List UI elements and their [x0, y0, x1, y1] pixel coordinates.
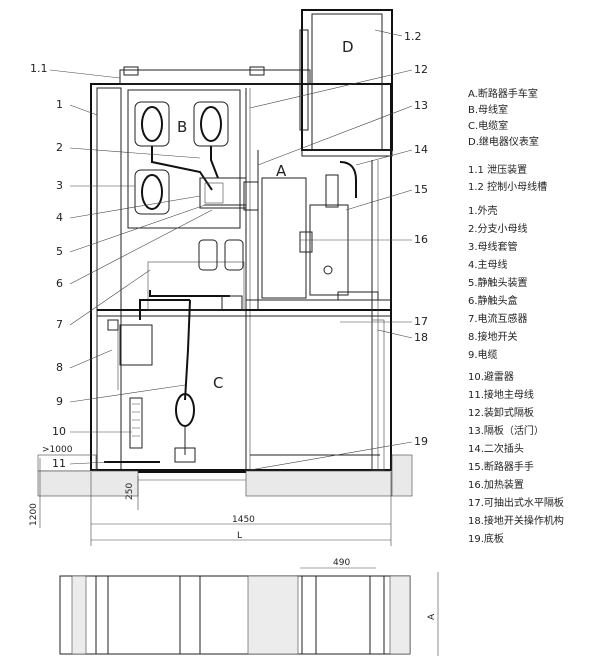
legend-item: 15.断路器手手 — [468, 460, 534, 473]
legend-item: 11.接地主母线 — [468, 388, 534, 401]
dimension-l: L — [237, 531, 242, 541]
busbar-bushings — [134, 101, 229, 215]
legend-item: 1.外壳 — [468, 204, 498, 217]
dimension-250: 250 — [125, 483, 135, 500]
callout-6: 6 — [56, 277, 63, 290]
callout-1-1: 1.1 — [30, 62, 48, 75]
legend-item: 16.加热装置 — [468, 478, 524, 491]
callout-19: 19 — [414, 435, 428, 448]
static-contacts — [199, 177, 259, 211]
legend: A.断路器手车室 B.母线室 C.电缆室 D.继电器仪表室 1.1 泄压装置 1… — [468, 87, 564, 545]
cable-compartment-devices — [104, 239, 245, 463]
callout-1: 1 — [56, 98, 63, 111]
legend-item: 12.装卸式隔板 — [468, 406, 534, 419]
callout-1-2: 1.2 — [404, 30, 422, 43]
legend-item: 7.电流互感器 — [468, 312, 528, 325]
dimension-lines — [39, 458, 439, 656]
label-compartment-a: A — [276, 162, 287, 180]
callout-12: 12 — [414, 63, 428, 76]
callout-18: 18 — [414, 331, 428, 344]
callout-17: 17 — [414, 315, 428, 328]
callout-16: 16 — [414, 233, 428, 246]
cabinet-shell — [90, 9, 393, 473]
dimension-1450: 1450 — [232, 515, 255, 525]
callout-5: 5 — [56, 245, 63, 258]
callout-2: 2 — [56, 141, 63, 154]
leader-lines — [49, 29, 413, 471]
foundation — [37, 454, 413, 497]
legend-item: 1.2 控制小母线槽 — [468, 180, 547, 193]
legend-item: B.母线室 — [468, 103, 508, 116]
dimension-a: A — [427, 613, 437, 620]
legend-item: 2.分支小母线 — [468, 222, 528, 235]
legend-item: 5.静触头装置 — [468, 276, 528, 289]
legend-item: A.断路器手车室 — [468, 87, 538, 100]
callout-10: 10 — [52, 425, 66, 438]
legend-item: 14.二次插头 — [468, 442, 524, 455]
legend-item: 1.1 泄压装置 — [468, 163, 527, 176]
legend-item: 4.主母线 — [468, 258, 508, 271]
legend-item: 17.可抽出式水平隔板 — [468, 496, 564, 509]
callout-4: 4 — [56, 211, 63, 224]
dimension-1200: 1200 — [29, 503, 39, 526]
callout-15: 15 — [414, 183, 428, 196]
callout-8: 8 — [56, 361, 63, 374]
legend-item: 6.静触头盒 — [468, 294, 518, 307]
callout-3: 3 — [56, 179, 63, 192]
callout-9: 9 — [56, 395, 63, 408]
dimension-490: 490 — [333, 558, 350, 568]
legend-item: 3.母线套管 — [468, 240, 518, 253]
plan-view — [59, 575, 411, 655]
legend-item: 10.避雷器 — [468, 370, 514, 383]
callout-14: 14 — [414, 143, 428, 156]
callout-13: 13 — [414, 99, 428, 112]
legend-item: D.继电器仪表室 — [468, 135, 539, 148]
label-compartment-b: B — [177, 118, 187, 136]
legend-item: 18.接地开关操作机构 — [468, 514, 564, 527]
legend-item: C.电缆室 — [468, 119, 508, 132]
legend-item: 19.底板 — [468, 532, 504, 545]
legend-item: 13.隔板（活门） — [468, 424, 544, 437]
breaker-truck — [261, 161, 379, 301]
callout-7: 7 — [56, 318, 63, 331]
legend-item: 9.电缆 — [468, 348, 498, 361]
label-compartment-d: D — [342, 38, 354, 56]
label-compartment-c: C — [213, 374, 223, 392]
dimension-1000: >1000 — [42, 445, 73, 455]
legend-item: 8.接地开关 — [468, 330, 518, 343]
callout-11: 11 — [52, 457, 66, 470]
